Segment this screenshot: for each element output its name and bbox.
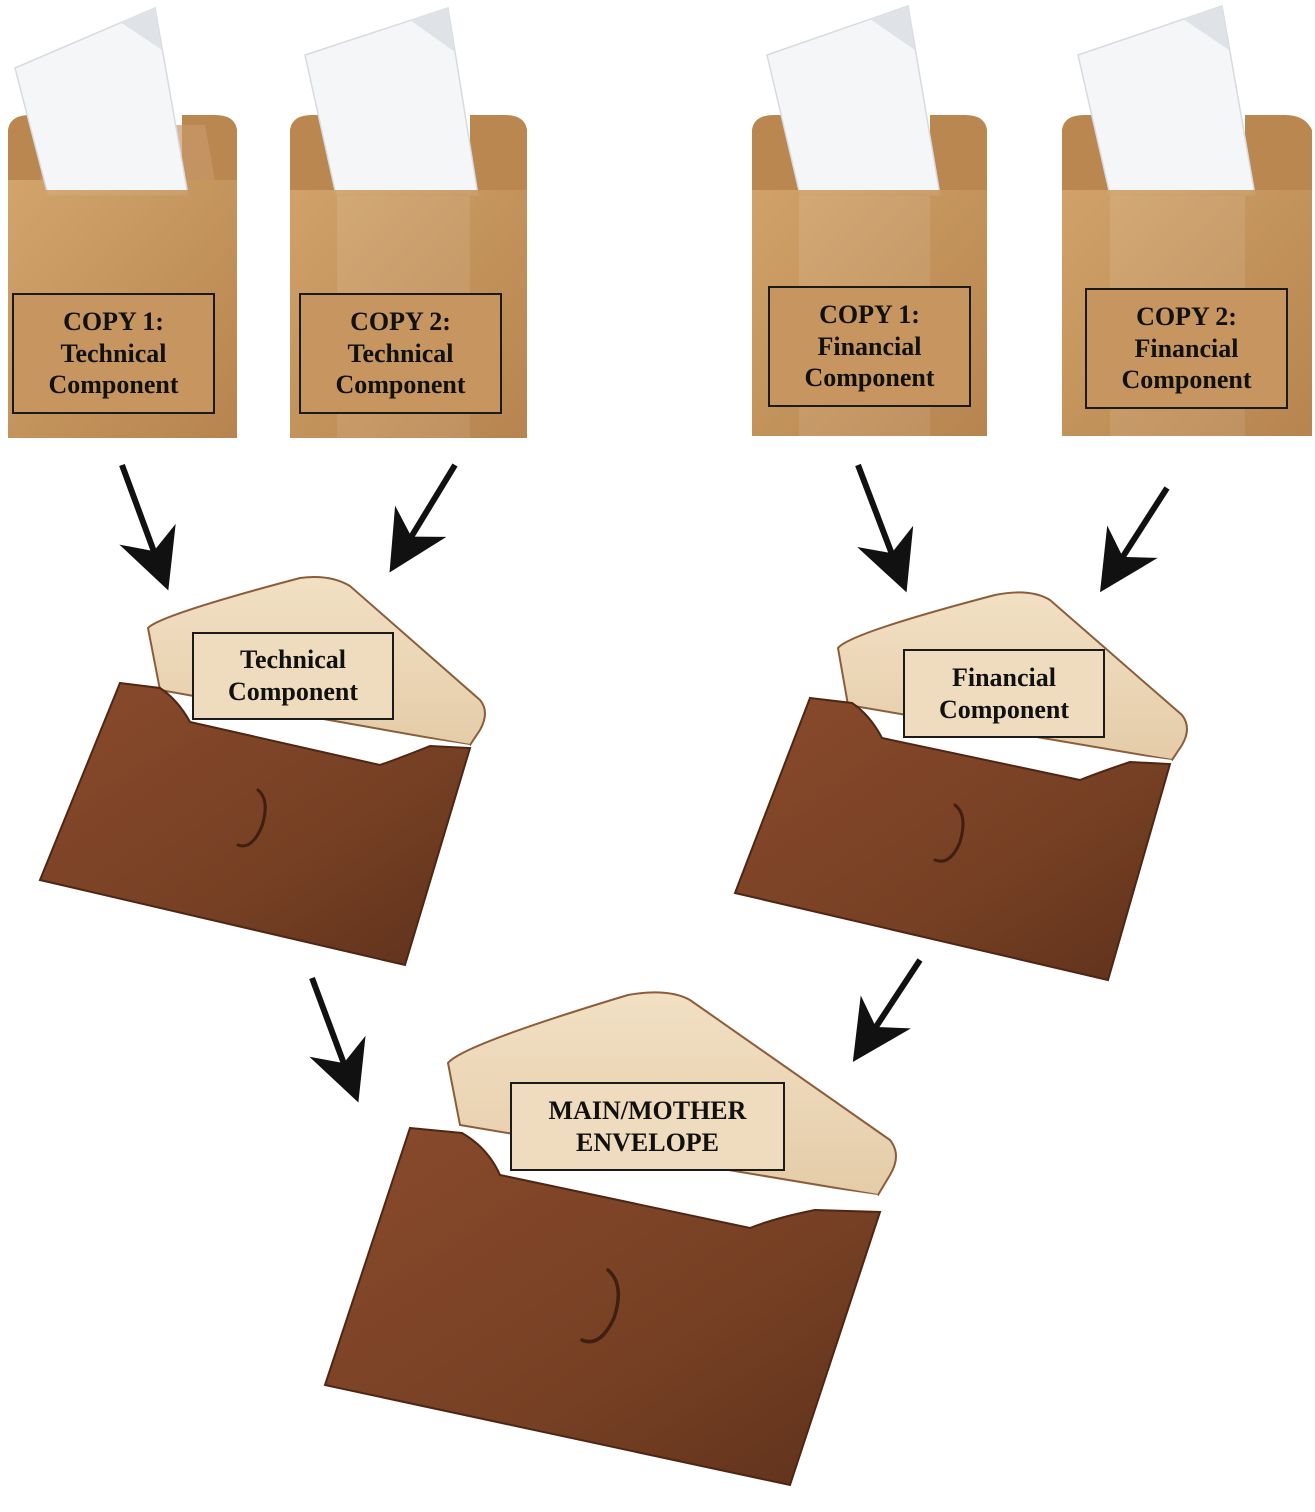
label-line: COPY 2: bbox=[1136, 301, 1237, 333]
label-line: Technical bbox=[61, 338, 167, 370]
paper-sheet-icon bbox=[15, 8, 188, 195]
label-line: Technical bbox=[348, 338, 454, 370]
label-financial: Financial Component bbox=[903, 649, 1105, 738]
label-line: Financial bbox=[952, 662, 1056, 694]
label-tech-copy1: COPY 1: Technical Component bbox=[12, 293, 215, 414]
arrow-technical-to-main bbox=[312, 978, 350, 1080]
paper-sheet-icon bbox=[1078, 6, 1255, 195]
label-line: Component bbox=[228, 676, 358, 708]
paper-sheet-icon bbox=[767, 6, 940, 195]
label-line: Technical bbox=[240, 644, 346, 676]
label-line: Financial bbox=[817, 331, 921, 363]
label-line: COPY 1: bbox=[63, 306, 164, 338]
label-main-envelope: MAIN/MOTHER ENVELOPE bbox=[510, 1082, 785, 1171]
paper-sheet-icon bbox=[305, 8, 478, 195]
arrow-tech-copy1-to-technical bbox=[122, 465, 160, 568]
label-line: Financial bbox=[1134, 333, 1238, 365]
label-line: COPY 1: bbox=[819, 299, 920, 331]
label-line: MAIN/MOTHER bbox=[549, 1095, 747, 1127]
label-line: Component bbox=[1121, 364, 1251, 396]
label-technical: Technical Component bbox=[192, 632, 394, 720]
label-line: COPY 2: bbox=[350, 306, 451, 338]
label-line: Component bbox=[48, 369, 178, 401]
label-line: Component bbox=[939, 694, 1069, 726]
arrow-tech-copy2-to-technical bbox=[402, 465, 455, 552]
label-line: Component bbox=[804, 362, 934, 394]
label-line: Component bbox=[335, 369, 465, 401]
label-line: ENVELOPE bbox=[576, 1127, 719, 1159]
arrow-fin-copy2-to-financial bbox=[1113, 488, 1167, 572]
arrow-financial-to-main bbox=[866, 960, 920, 1042]
label-tech-copy2: COPY 2: Technical Component bbox=[299, 293, 502, 414]
label-fin-copy2: COPY 2: Financial Component bbox=[1085, 288, 1288, 409]
leather-envelope-main bbox=[325, 992, 896, 1485]
label-fin-copy1: COPY 1: Financial Component bbox=[768, 286, 971, 407]
arrow-fin-copy1-to-financial bbox=[858, 465, 898, 570]
